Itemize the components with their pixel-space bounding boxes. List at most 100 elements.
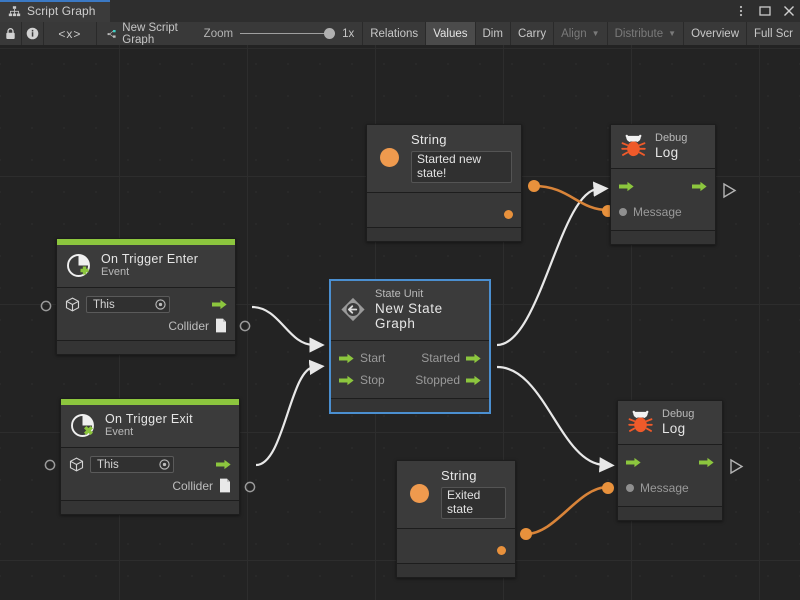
node-body: This Col <box>61 448 239 500</box>
input-port-message[interactable] <box>626 483 634 492</box>
zoom-slider-track <box>240 33 336 34</box>
output-port-flow[interactable] <box>212 299 227 310</box>
toolbar-item-values[interactable]: Values <box>425 22 475 45</box>
node-string-bottom[interactable]: String Exited state <box>396 460 516 578</box>
object-picker-icon[interactable] <box>159 459 170 470</box>
close-icon <box>783 6 794 16</box>
variables-label: <x> <box>58 26 82 41</box>
collider-document-icon[interactable] <box>219 478 231 493</box>
node-body: Start Started Stop <box>331 341 489 398</box>
zoom-slider-knob[interactable] <box>324 28 336 39</box>
toolbar-item-distribute[interactable]: Distribute ▼ <box>606 22 684 45</box>
bug-icon-svg <box>620 134 646 157</box>
input-port-start[interactable]: Start <box>339 351 385 365</box>
node-body: Message <box>618 445 722 506</box>
port-unconnected-collider-enter[interactable] <box>239 320 251 332</box>
target-object-field[interactable]: This <box>86 296 170 314</box>
string-value-field[interactable]: Exited state <box>441 486 506 519</box>
arrow-right-green-icon <box>619 182 634 192</box>
port-label-message: Message <box>640 480 689 495</box>
input-port-stop[interactable]: Stop <box>339 373 385 387</box>
node-titles: On Trigger Enter Event <box>101 252 198 279</box>
port-label-stopped: Stopped <box>415 373 460 388</box>
port-unconnected-flow-out-bottom[interactable] <box>730 458 744 475</box>
target-object-field[interactable]: This <box>90 456 174 474</box>
graph-name-field[interactable]: New Script Graph <box>97 22 196 46</box>
node-header: Debug Log <box>611 125 715 170</box>
port-label-collider: Collider <box>172 478 213 493</box>
arrow-right-green-icon <box>339 353 354 363</box>
port-label-start: Start <box>360 351 386 366</box>
graph-canvas[interactable]: String Started new state! <box>0 45 800 600</box>
collider-document-icon[interactable] <box>215 318 227 333</box>
node-on-trigger-enter[interactable]: On Trigger Enter Event This <box>56 238 236 356</box>
toolbar-item-carry[interactable]: Carry <box>509 22 553 45</box>
output-port-string[interactable] <box>497 545 506 555</box>
port-unconnected-target-exit[interactable] <box>44 459 56 471</box>
zoom-slider[interactable] <box>240 28 336 40</box>
string-value-field[interactable]: Started new state! <box>411 150 512 183</box>
node-string-top[interactable]: String Started new state! <box>366 124 522 242</box>
toolbar-item-relations[interactable]: Relations <box>362 22 425 45</box>
graph-toolbar: <x> New Script Graph Zoom 1x Relations <box>0 22 800 46</box>
node-state-unit[interactable]: State Unit New State Graph Start Started <box>330 280 490 413</box>
gameobject-cube-icon <box>69 457 84 472</box>
arrow-right-green-icon <box>216 459 231 470</box>
wire-string-bottom-to-message <box>525 485 609 536</box>
input-port-flow[interactable] <box>626 457 641 468</box>
wire-trigger-enter-to-state-start <box>251 305 325 353</box>
lock-button[interactable] <box>0 22 22 45</box>
port-unconnected-flow-out-top[interactable] <box>723 182 737 199</box>
node-title: New State Graph <box>375 300 443 332</box>
variables-button[interactable]: <x> <box>44 22 98 45</box>
output-port-flow[interactable] <box>692 181 707 192</box>
port-unconnected-target-enter[interactable] <box>40 300 52 312</box>
maximize-button[interactable] <box>757 4 772 19</box>
node-header: String Exited state <box>397 461 515 529</box>
node-row-stop: Stop Stopped <box>339 371 481 390</box>
toolbar-item-overview[interactable]: Overview <box>683 22 746 45</box>
input-port-flow[interactable] <box>619 181 634 192</box>
output-port-started[interactable]: Started <box>421 351 481 365</box>
toolbar-item-align[interactable]: Align ▼ <box>553 22 607 45</box>
node-on-trigger-exit[interactable]: On Trigger Exit Event This <box>60 398 240 516</box>
trigger-exit-icon <box>70 413 96 439</box>
zoom-control[interactable]: Zoom 1x <box>196 22 363 45</box>
more-options-button[interactable] <box>733 4 748 19</box>
port-unconnected-collider-exit[interactable] <box>244 481 256 493</box>
close-button[interactable] <box>781 4 796 19</box>
info-icon <box>26 27 39 40</box>
node-title: On Trigger Enter <box>101 252 199 266</box>
tab-script-graph[interactable]: Script Graph <box>0 0 110 22</box>
toolbar-item-full-screen[interactable]: Full Scr <box>746 22 800 45</box>
event-accent-bar <box>61 399 239 405</box>
toolbar-item-label: Distribute <box>614 27 664 40</box>
gameobject-cube-icon <box>65 297 80 312</box>
toolbar-item-dim[interactable]: Dim <box>474 22 510 45</box>
output-port-string[interactable] <box>504 209 513 219</box>
toolbar-item-label: Align <box>561 27 587 40</box>
trigger-exit-icon-svg <box>71 413 94 437</box>
output-port-flow[interactable] <box>216 459 231 470</box>
output-port-stopped[interactable]: Stopped <box>415 373 481 387</box>
node-subtitle: Debug <box>662 408 695 420</box>
node-footer <box>611 230 715 245</box>
node-body: This Col <box>57 288 235 340</box>
output-port-flow[interactable] <box>699 457 714 468</box>
script-graph-icon <box>8 5 21 16</box>
info-button[interactable] <box>22 22 44 45</box>
chevron-down-icon: ▼ <box>668 28 677 38</box>
port-label-message: Message <box>633 204 682 219</box>
string-value-icon <box>376 145 402 171</box>
port-label-collider: Collider <box>168 318 209 333</box>
input-port-message[interactable] <box>619 207 627 216</box>
toolbar-item-label: Dim <box>482 27 503 40</box>
node-footer <box>397 562 515 577</box>
object-picker-icon[interactable] <box>155 299 166 310</box>
node-debug-log-top[interactable]: Debug Log <box>610 124 716 246</box>
node-footer <box>57 340 235 355</box>
node-debug-log-bottom[interactable]: Debug Log <box>617 400 723 522</box>
bug-icon <box>620 133 646 159</box>
bug-icon-svg <box>627 410 653 433</box>
